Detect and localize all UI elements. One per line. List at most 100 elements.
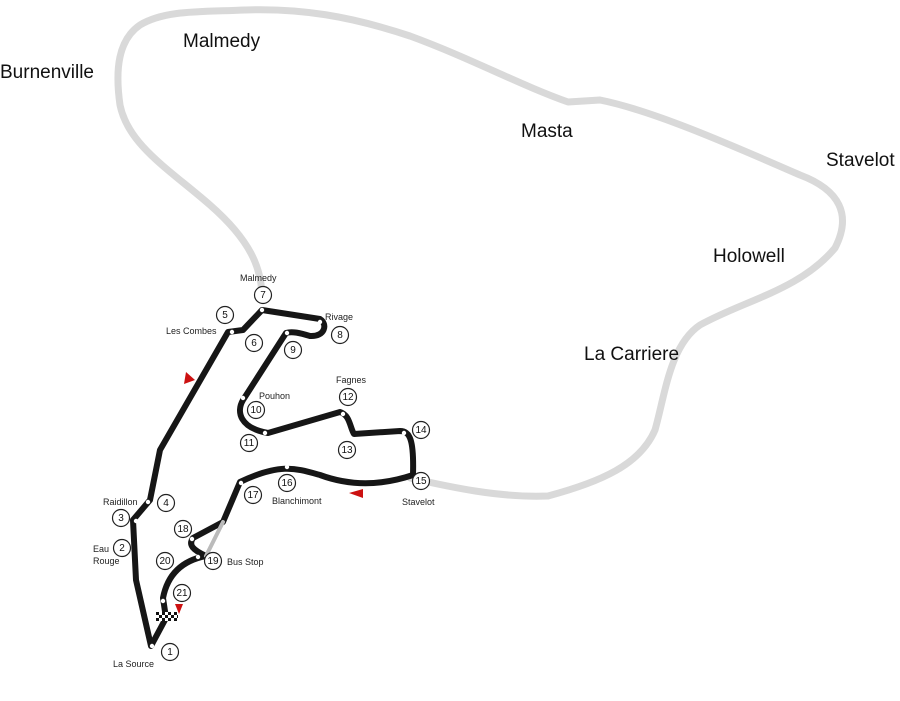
corner-number: 13 [341,445,353,456]
corner-marker-21: 21 [172,583,192,603]
track-nodes [133,307,407,649]
track-node [238,480,244,486]
corner-name-rivage: Rivage [325,312,353,322]
corner-number: 21 [176,588,188,599]
corner-name-la-source: La Source [113,659,154,669]
corner-marker-circle [283,340,303,360]
corner-marker-4: 4 [156,493,176,513]
track-node [149,643,155,649]
bus-stop-bypass [204,520,225,558]
corner-marker-1: 1 [160,642,180,662]
track-node [195,554,201,560]
corner-marker-18: 18 [173,519,193,539]
corner-marker-circle [243,485,263,505]
corner-number: 2 [119,543,125,554]
start-finish-line [156,612,178,621]
corner-number: 10 [250,405,262,416]
corner-number: 8 [337,330,343,341]
track-node [284,330,290,336]
corner-number: 16 [281,478,293,489]
corner-name-les-combes: Les Combes [166,326,217,336]
modern-circuit-track [130,307,417,649]
corner-marker-circle [173,519,193,539]
corner-marker-10: 10 [246,400,266,420]
corner-marker-circle [253,285,273,305]
corner-number: 19 [207,556,219,567]
corner-marker-circle [337,440,357,460]
track-node [340,411,346,417]
track-node [189,536,195,542]
corner-marker-2: 2 [112,538,132,558]
track-node [259,307,265,313]
corner-marker-circle [172,583,192,603]
corner-number: 3 [118,513,124,524]
track-node [133,518,139,524]
track-node [145,499,151,505]
old-label-masta: Masta [521,121,573,142]
direction-arrow-right [349,489,363,498]
corner-marker-12: 12 [338,387,358,407]
old-label-burnenville: Burnenville [0,62,94,83]
track-node [284,464,290,470]
corner-name-malmedy: Malmedy [240,273,277,283]
corner-name-rouge: Rouge [93,556,120,566]
corner-marker-circle [411,420,431,440]
corner-number: 7 [260,290,266,301]
corner-marker-circle [411,471,431,491]
corner-marker-9: 9 [283,340,303,360]
track-node [317,319,323,325]
track-node [401,430,407,436]
corner-number: 20 [159,556,171,567]
corner-marker-circle [160,642,180,662]
corner-number: 6 [251,338,257,349]
track-node [240,395,246,401]
corner-marker-20: 20 [155,551,175,571]
corner-number: 15 [415,476,427,487]
corner-name-eau: Eau [93,544,109,554]
corner-marker-circle [203,551,223,571]
corner-marker-circle [215,305,235,325]
corner-number: 5 [222,310,228,321]
corner-marker-circle [330,325,350,345]
corner-number: 17 [247,490,259,501]
corner-marker-13: 13 [337,440,357,460]
track-node [160,598,166,604]
corner-marker-19: 19 [203,551,223,571]
corner-marker-5: 5 [215,305,235,325]
corner-name-bus-stop: Bus Stop [227,557,264,567]
corner-marker-circle [156,493,176,513]
corner-number: 12 [342,392,354,403]
corner-number: 9 [290,345,296,356]
corner-marker-circle [338,387,358,407]
corner-marker-6: 6 [244,333,264,353]
corner-marker-8: 8 [330,325,350,345]
track-node [229,329,235,335]
track-node [262,430,268,436]
corner-name-pouhon: Pouhon [259,391,290,401]
direction-arrow-start [175,604,183,614]
old-label-stavelot: Stavelot [826,150,895,171]
corner-marker-17: 17 [243,485,263,505]
corner-number: 18 [177,524,189,535]
corner-number: 4 [163,498,169,509]
corner-name-raidillon: Raidillon [103,497,138,507]
old-label-malmedy: Malmedy [183,31,261,52]
corner-marker-11: 11 [239,433,259,453]
old-circuit-track [114,6,846,500]
corner-marker-circle [277,473,297,493]
corner-marker-3: 3 [111,508,131,528]
corner-marker-15: 15 [411,471,431,491]
corner-marker-circle [155,551,175,571]
corner-number: 14 [415,425,427,436]
old-label-holowell: Holowell [713,246,785,267]
corner-marker-circle [244,333,264,353]
corner-number: 11 [244,438,255,449]
corner-name-blanchimont: Blanchimont [272,496,322,506]
direction-arrow-upper [184,372,195,384]
corner-marker-circle [111,508,131,528]
corner-marker-circle [239,433,259,453]
corner-marker-circle [246,400,266,420]
corner-marker-14: 14 [411,420,431,440]
